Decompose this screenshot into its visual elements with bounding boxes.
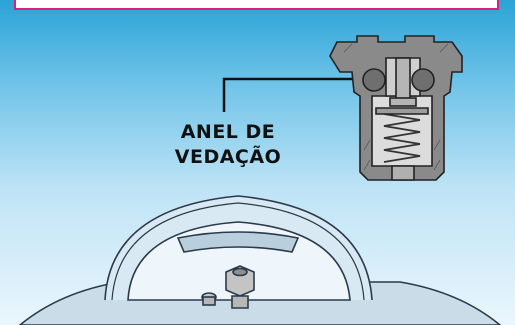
safety-plug-icon: [201, 292, 217, 306]
gas-cylinder-top-icon: [18, 195, 502, 325]
top-text-panel: [14, 0, 499, 10]
o-ring-left: [362, 68, 386, 92]
spring-icon: [383, 113, 421, 163]
label-line-2: VEDAÇÃO: [174, 146, 282, 168]
leader-line: [222, 77, 376, 112]
cylinder-valve-nut-icon: [225, 265, 255, 309]
valve-cross-section-icon: [329, 35, 463, 181]
sealing-ring-label: ANEL DE VEDAÇÃO: [158, 120, 298, 170]
label-line-1: ANEL DE: [180, 121, 276, 143]
o-ring-right: [411, 68, 435, 92]
